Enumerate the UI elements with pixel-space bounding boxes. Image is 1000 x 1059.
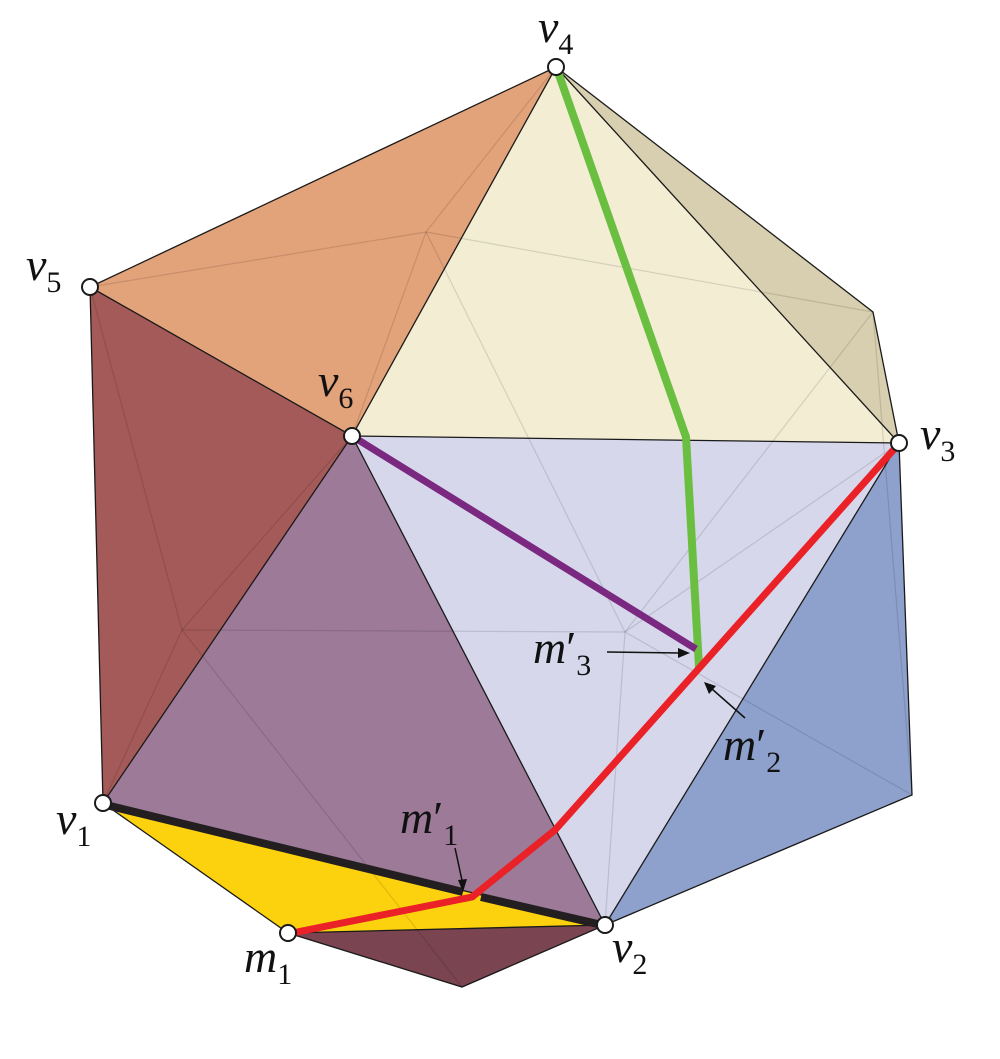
- vertex-v1-marker: [94, 794, 112, 812]
- label-m3-prime: m′3: [533, 622, 591, 682]
- leader-arrows: [454, 648, 746, 892]
- label-m1: m1: [244, 931, 292, 991]
- label-v3: v3: [920, 408, 955, 468]
- arrow-m2-prime: [711, 688, 746, 719]
- paths: [105, 70, 899, 937]
- label-v1: v1: [56, 793, 91, 853]
- vertex-v4-marker: [547, 58, 565, 76]
- vertex-v2-marker: [596, 916, 614, 934]
- label-m1-prime: m′1: [400, 792, 458, 852]
- vertex-v5-marker: [81, 278, 99, 296]
- label-v4: v4: [538, 1, 573, 61]
- purple-face: [103, 436, 605, 925]
- vertex-labels: v4 v5 v6 v3 v1 v2 m1: [26, 1, 955, 991]
- label-v5: v5: [26, 239, 61, 299]
- red-path: [291, 444, 899, 937]
- orange-face-upper: [90, 67, 556, 436]
- vertex-m1-marker: [279, 924, 297, 942]
- bottom-face: [288, 925, 605, 987]
- blue-face: [605, 443, 912, 925]
- green-path: [554, 70, 703, 668]
- label-v2: v2: [612, 921, 647, 981]
- hidden-edges: [89, 66, 913, 988]
- vertex-markers: [81, 58, 908, 942]
- arrow-m1-prime: [454, 847, 464, 886]
- vertex-v3-marker: [890, 434, 908, 452]
- black-path-left: [105, 801, 464, 896]
- label-m2-prime: m′2: [723, 719, 781, 779]
- annotation-labels: m′1 m′3 m′2: [400, 622, 781, 852]
- label-v6: v6: [318, 355, 353, 415]
- black-path-right: [480, 893, 603, 929]
- maroon-face: [90, 287, 352, 803]
- lavender-face: [352, 436, 899, 925]
- vertex-v6-marker: [343, 427, 361, 445]
- purple-path: [350, 433, 698, 652]
- arrow-m3-prime: [606, 651, 681, 654]
